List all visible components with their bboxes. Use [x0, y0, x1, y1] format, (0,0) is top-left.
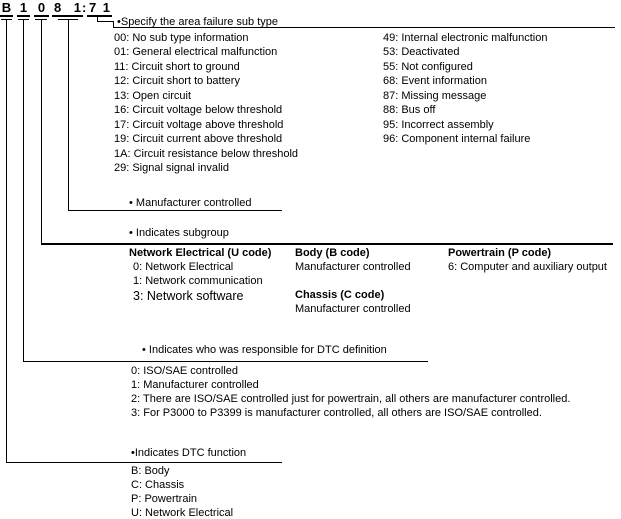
- code-group-function: B: [0, 0, 13, 17]
- code-group-responsible: 1: [17, 0, 30, 17]
- connector-subtype-step: [97, 21, 114, 22]
- chassis-code-note: Manufacturer controlled: [295, 303, 411, 315]
- network-item: 0: Network Electrical: [133, 261, 234, 273]
- list-item: 2: There are ISO/SAE controlled just for…: [131, 393, 571, 406]
- list-item: 01: General electrical malfunction: [114, 46, 278, 59]
- function-list: B: Body C: Chassis P: Powertrain U: Netw…: [131, 464, 233, 519]
- list-item: 17: Circuit voltage above threshold: [114, 118, 284, 131]
- connector-subtype-vertical-1: [97, 16, 98, 22]
- list-item: 49: Internal electronic malfunction: [383, 32, 548, 44]
- list-item: 53: Deactivated: [383, 46, 460, 59]
- list-item: 95: Incorrect assembly: [383, 118, 494, 131]
- subgroup-label: • Indicates subgroup: [129, 227, 229, 239]
- network-electrical-header: Network Electrical (U code): [129, 247, 272, 259]
- connector-responsible-vertical: [23, 19, 24, 362]
- list-item: 96: Component internal failure: [383, 133, 531, 146]
- list-item: 68: Event information: [383, 75, 487, 88]
- code-group-fault-number: 8 1: [52, 0, 83, 17]
- list-item: 3: For P3000 to P3399 is manufacturer co…: [131, 407, 542, 420]
- list-item: 00: No sub type information: [114, 32, 249, 44]
- subtype-left-list: 00: No sub type information 01: General …: [114, 31, 298, 176]
- subtype-right-list: 49: Internal electronic malfunction 53: …: [383, 31, 547, 147]
- subgroup-bracket-line: [41, 243, 613, 245]
- chassis-code-header: Chassis (C code): [295, 289, 385, 301]
- connector-subgroup-vertical: [41, 19, 42, 244]
- list-item: U: Network Electrical: [131, 507, 234, 519]
- connector-function-vertical: [6, 19, 7, 463]
- list-item: 16: Circuit voltage below threshold: [114, 104, 283, 117]
- list-item: P: Powertrain: [131, 493, 198, 506]
- body-code-header: Body (B code): [295, 247, 370, 259]
- list-item: 88: Bus off: [383, 104, 436, 117]
- list-item: 55: Not configured: [383, 60, 473, 73]
- network-item: 3: Network software: [133, 289, 244, 303]
- body-code-note: Manufacturer controlled: [295, 261, 411, 273]
- network-item: 1: Network communication: [133, 275, 263, 287]
- responsible-list: 0: ISO/SAE controlled 1: Manufacturer co…: [131, 364, 570, 420]
- list-item: 87: Missing message: [383, 89, 487, 102]
- subtype-label: •Specify the area failure sub type: [117, 16, 278, 28]
- responsible-bracket-line: [23, 361, 428, 362]
- list-item: C: Chassis: [131, 479, 185, 492]
- list-item: 29: Signal signal invalid: [114, 162, 229, 175]
- list-item: B: Body: [131, 465, 170, 477]
- code-separator: :: [82, 0, 87, 15]
- connector-subtype-vertical-2: [113, 21, 114, 28]
- list-item: 11: Circuit short to ground: [114, 60, 240, 73]
- code-group-subgroup: 0: [34, 0, 49, 17]
- list-item: 0: ISO/SAE controlled: [131, 365, 238, 377]
- responsible-label: • Indicates who was responsible for DTC …: [142, 344, 387, 356]
- connector-fault-number-vertical: [68, 19, 69, 211]
- subtype-bracket-line: [113, 27, 615, 28]
- powertrain-code-item: 6: Computer and auxiliary output: [448, 261, 607, 273]
- list-item: 1A: Circuit resistance below threshold: [114, 147, 299, 160]
- list-item: 13: Open circuit: [114, 89, 192, 102]
- function-label: •Indicates DTC function: [131, 447, 247, 459]
- list-item: 19: Circuit current above threshold: [114, 133, 283, 146]
- list-item: 1: Manufacturer controlled: [131, 379, 259, 392]
- manufacturer-bracket-line: [68, 210, 282, 211]
- powertrain-code-header: Powertrain (P code): [448, 247, 552, 259]
- list-item: 12: Circuit short to battery: [114, 75, 240, 88]
- manufacturer-label: • Manufacturer controlled: [129, 197, 252, 209]
- code-group-subtype: 7 1: [87, 0, 112, 17]
- function-bracket-line: [6, 462, 282, 463]
